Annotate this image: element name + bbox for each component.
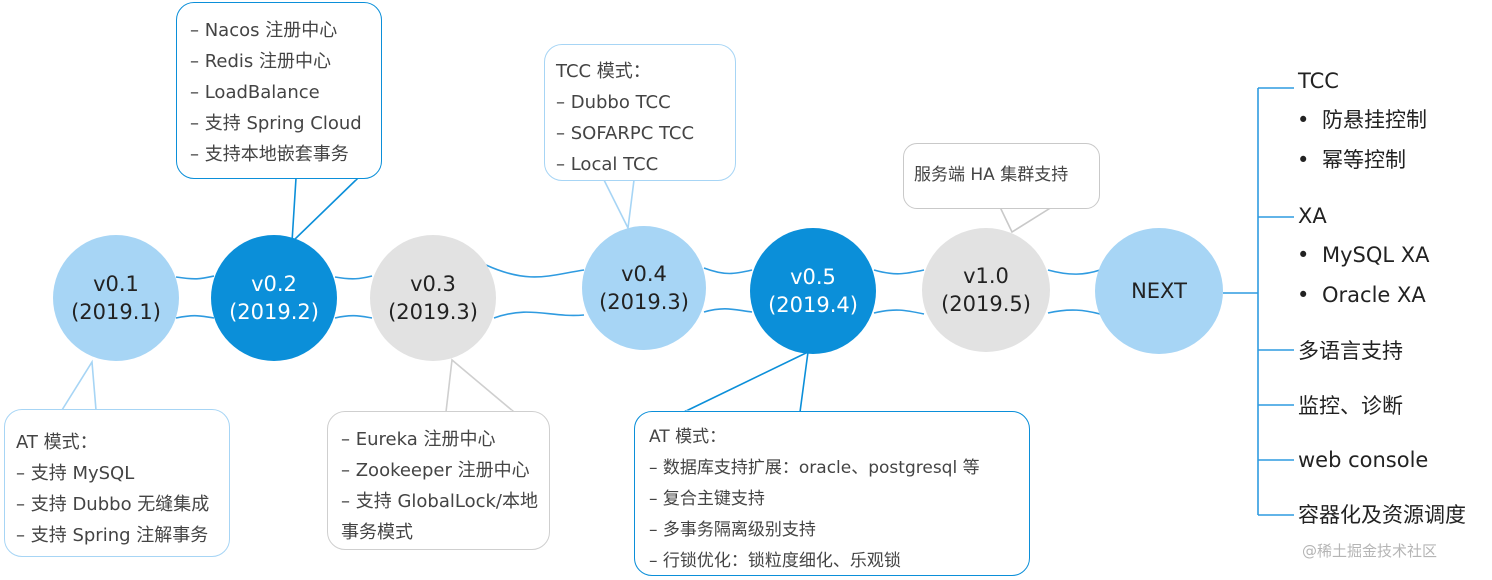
node-date: (2019.3)	[599, 290, 689, 314]
callout-v04-line: – SOFARPC TCC	[556, 123, 695, 144]
callout-v03-line: – Eureka 注册中心	[341, 429, 496, 450]
callout-v02-line: – 支持 Spring Cloud	[190, 113, 362, 134]
connector-v01-v02-top	[175, 275, 215, 280]
callout-v02-line: – Redis 注册中心	[190, 51, 332, 72]
callout-v01-line: – 支持 MySQL	[16, 463, 135, 484]
bullet-icon: •	[1297, 243, 1310, 267]
node-next: NEXT	[1095, 228, 1223, 354]
callout-v05-line: – 多事务隔离级别支持	[649, 520, 816, 540]
callout-v10: 服务端 HA 集群支持	[903, 143, 1100, 209]
node-version: NEXT	[1131, 279, 1187, 303]
node-version: v0.3	[410, 272, 456, 296]
connector-v02-v03-top	[334, 275, 373, 280]
node-version: v0.5	[790, 265, 836, 289]
callout-v02-line: – Nacos 注册中心	[190, 20, 338, 41]
next-monitor: 监控、诊断	[1298, 394, 1403, 418]
node-version: v0.2	[251, 272, 297, 296]
pointer-v04	[603, 179, 635, 231]
callout-v03-line: – Zookeeper 注册中心	[341, 460, 530, 481]
callout-v05-line: – 行锁优化：锁粒度细化、乐观锁	[649, 551, 901, 571]
next-tcc-item-label: 幂等控制	[1322, 148, 1406, 172]
callout-v04-line: – Local TCC	[556, 154, 659, 175]
next-tcc-item: • 幂等控制	[1297, 147, 1406, 173]
node-v03: v0.3 (2019.3)	[370, 235, 496, 361]
next-multilang: 多语言支持	[1298, 339, 1403, 363]
callout-v05-line: AT 模式：	[649, 427, 727, 447]
next-xa-label: XA	[1298, 204, 1327, 228]
node-version: v0.4	[621, 262, 667, 286]
callout-v05-line: – 复合主键支持	[649, 489, 765, 509]
node-date: (2019.4)	[768, 293, 858, 317]
next-tcc-item-label: 防悬挂控制	[1322, 108, 1427, 132]
callout-v01-line: AT 模式：	[16, 432, 98, 453]
pointer-v02	[291, 177, 359, 245]
node-version: v1.0	[963, 264, 1009, 288]
node-date: (2019.2)	[229, 300, 319, 324]
connector-v02-v03-bottom	[334, 314, 373, 319]
callout-v02-line: – LoadBalance	[190, 82, 320, 103]
node-v05: v0.5 (2019.4)	[750, 228, 876, 354]
callout-v04-line: – Dubbo TCC	[556, 92, 671, 113]
connector-v04-v05-top	[703, 267, 753, 275]
next-xa-item: • Oracle XA	[1297, 282, 1426, 308]
callout-v03-line: – 支持 GlobalLock/本地事务模式	[341, 491, 538, 543]
node-version: v0.1	[93, 272, 139, 296]
node-v01: v0.1 (2019.1)	[53, 235, 179, 361]
callout-v04: TCC 模式： – Dubbo TCC – SOFARPC TCC – Loca…	[544, 44, 736, 181]
bullet-icon: •	[1297, 148, 1310, 172]
node-v10: v1.0 (2019.5)	[922, 228, 1050, 352]
bullet-icon: •	[1297, 283, 1310, 307]
connector-v01-v02-bottom	[175, 314, 215, 319]
pointer-v03	[445, 358, 515, 413]
pointer-v05	[683, 350, 809, 413]
node-date: (2019.1)	[71, 300, 161, 324]
next-xa-item-label: MySQL XA	[1322, 243, 1430, 267]
connector-v03-v04-bottom	[493, 311, 585, 319]
callout-v03: – Eureka 注册中心 – Zookeeper 注册中心 – 支持 Glob…	[327, 411, 550, 550]
callout-v01-line: – 支持 Spring 注解事务	[16, 525, 209, 546]
next-xa-item-label: Oracle XA	[1322, 283, 1426, 307]
pointer-v10	[999, 206, 1053, 234]
next-container: 容器化及资源调度	[1298, 503, 1466, 527]
watermark: @稀土掘金技术社区	[1302, 542, 1438, 560]
next-xa-item: • MySQL XA	[1297, 242, 1430, 268]
connector-v05-v10-bottom	[873, 309, 925, 315]
callout-v04-line: TCC 模式：	[556, 61, 651, 82]
callout-v05: AT 模式： – 数据库支持扩展：oracle、postgresql 等 – 复…	[634, 411, 1030, 576]
next-tcc-label: TCC	[1298, 69, 1339, 93]
callout-v01: AT 模式： – 支持 MySQL – 支持 Dubbo 无缝集成 – 支持 S…	[4, 409, 230, 557]
connector-v04-v05-bottom	[703, 308, 753, 313]
connector-v10-next-top	[1047, 269, 1101, 275]
pointer-v01	[61, 359, 97, 411]
node-v02: v0.2 (2019.2)	[211, 235, 337, 361]
node-date: (2019.5)	[941, 292, 1031, 316]
connector-v03-v04-top	[485, 264, 585, 278]
node-v04: v0.4 (2019.3)	[582, 226, 706, 350]
connector-v05-v10-top	[873, 269, 925, 275]
connector-v10-next-bottom	[1047, 309, 1101, 315]
callout-v02: – Nacos 注册中心 – Redis 注册中心 – LoadBalance …	[176, 2, 382, 179]
callout-v10-line: 服务端 HA 集群支持	[914, 165, 1069, 185]
node-date: (2019.3)	[388, 300, 478, 324]
bullet-icon: •	[1297, 108, 1310, 132]
callout-v02-line: – 支持本地嵌套事务	[190, 144, 349, 165]
callout-v01-line: – 支持 Dubbo 无缝集成	[16, 494, 210, 515]
callout-v05-line: – 数据库支持扩展：oracle、postgresql 等	[649, 458, 980, 478]
next-tcc-item: • 防悬挂控制	[1297, 107, 1427, 133]
next-web-console: web console	[1298, 448, 1429, 472]
